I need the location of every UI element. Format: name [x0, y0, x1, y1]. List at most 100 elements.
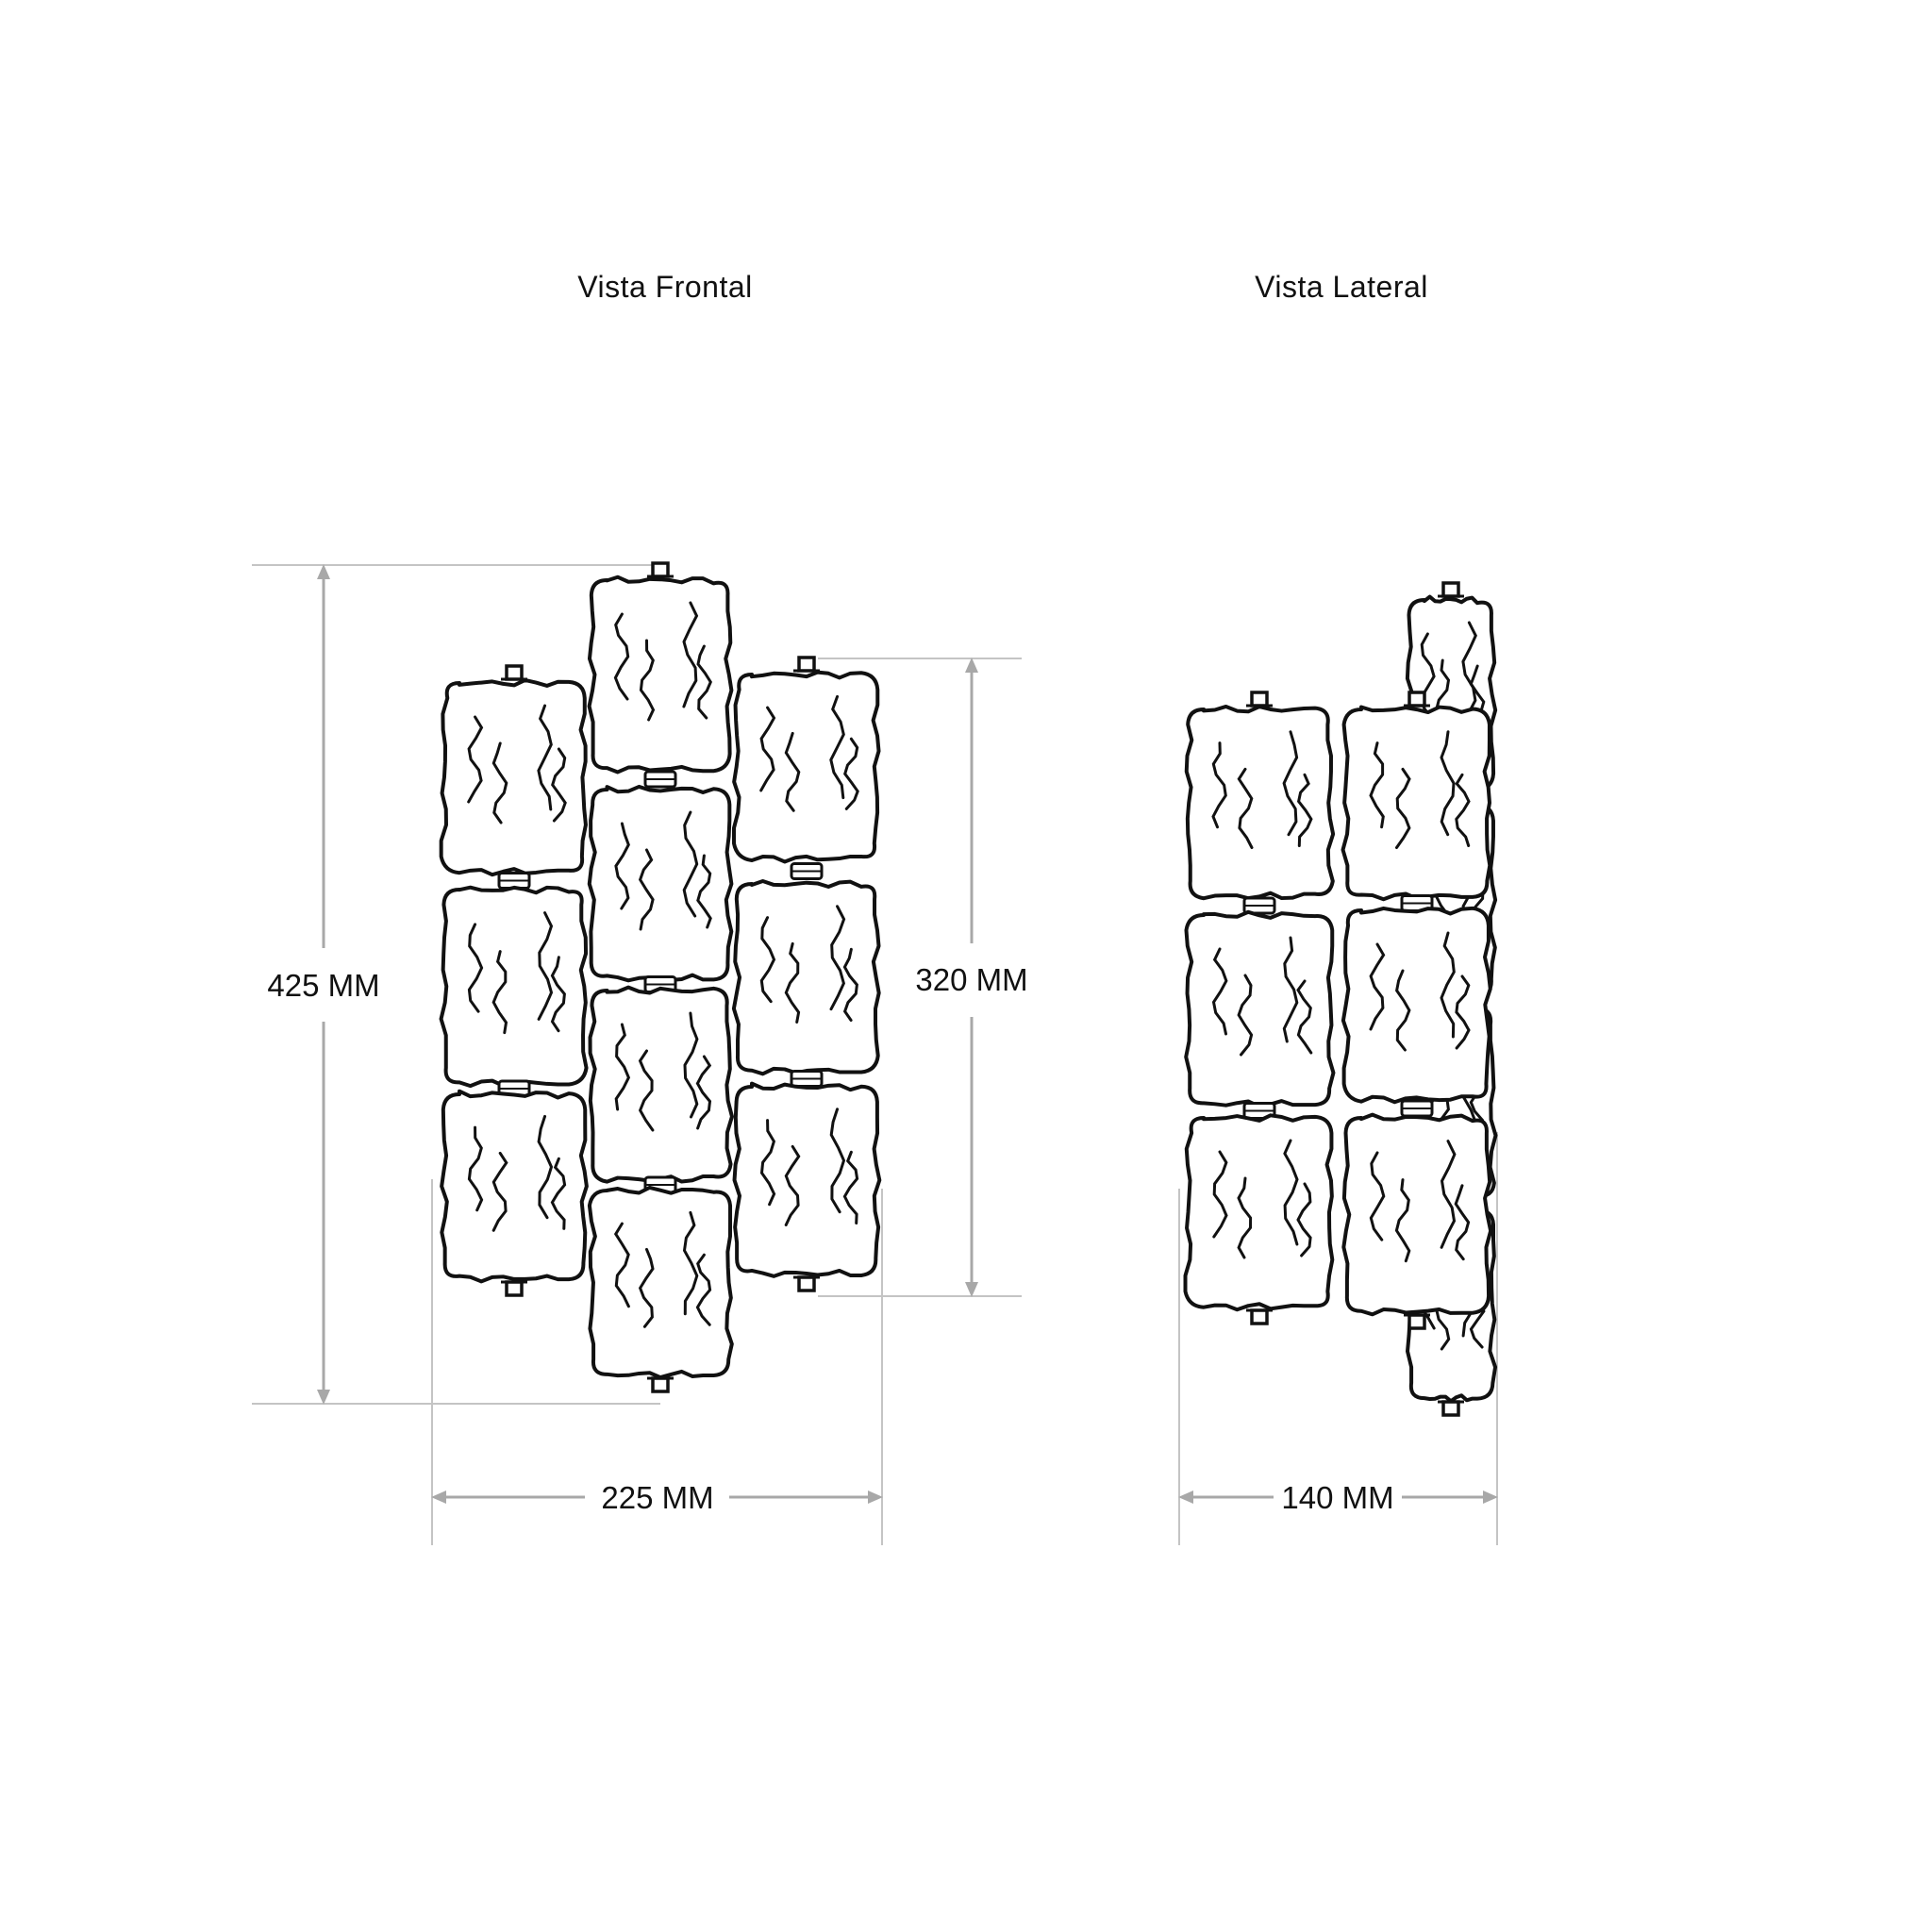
glass-vein — [696, 854, 712, 929]
end-cap — [1246, 691, 1273, 708]
glass-tile-outline — [1341, 1112, 1493, 1317]
cap-knob — [651, 1376, 670, 1393]
cap-knob — [505, 1280, 524, 1297]
glass-tile — [1341, 906, 1492, 1105]
tile-connector — [643, 770, 677, 789]
glass-vein — [1395, 969, 1411, 1052]
tile-connector — [1242, 896, 1276, 915]
glass-vein — [682, 810, 699, 918]
glass-vein — [1211, 947, 1228, 1036]
glass-vein — [1440, 931, 1456, 1039]
glass-vein — [638, 848, 655, 931]
tile-connector — [1400, 1099, 1434, 1118]
glass-vein — [759, 706, 776, 792]
glass-tile-outline — [587, 575, 734, 774]
glass-tile-outline — [440, 1089, 589, 1284]
front-left-column — [439, 664, 589, 1297]
tile-connector — [1242, 1102, 1276, 1120]
cap-knob — [1407, 1313, 1426, 1330]
glass-tile-outline — [1184, 704, 1336, 901]
glass-vein — [1296, 773, 1313, 847]
glass-vein — [467, 715, 484, 804]
end-cap — [1438, 1400, 1464, 1417]
end-cap — [501, 664, 527, 681]
glass-tile-outline — [1341, 705, 1492, 902]
glass-vein — [695, 1055, 712, 1130]
glass-vein — [695, 1253, 712, 1326]
glass-vein — [842, 947, 858, 1022]
glass-tile — [1341, 705, 1492, 902]
end-cap — [1438, 581, 1464, 598]
glass-vein — [843, 737, 859, 810]
front-right-column — [731, 656, 882, 1292]
glass-vein — [1282, 936, 1299, 1043]
tile-connector — [790, 862, 824, 880]
glass-tile — [731, 878, 881, 1076]
glass-vein — [613, 1222, 630, 1308]
glass-tile — [1341, 1112, 1493, 1317]
glass-tile-outline — [587, 1185, 734, 1380]
glass-vein — [1440, 1140, 1457, 1249]
glass-tile-outline — [588, 985, 734, 1184]
front-height-label: 425 MM — [267, 968, 379, 1003]
glass-vein — [639, 639, 656, 722]
glass-vein — [614, 1023, 631, 1111]
glass-vein — [1296, 1182, 1312, 1257]
end-cap — [647, 1376, 674, 1393]
side-view-title: Vista Lateral — [1255, 270, 1428, 304]
glass-vein — [638, 1247, 655, 1328]
glass-vein — [1455, 773, 1471, 847]
front-column-height-dimension: 320 MM — [818, 658, 1028, 1297]
glass-vein — [759, 916, 776, 1004]
glass-vein — [550, 1157, 567, 1230]
glass-vein — [1237, 767, 1254, 849]
end-cap — [793, 656, 820, 673]
glass-vein — [1237, 974, 1254, 1057]
front-center-column — [587, 561, 734, 1393]
cap-knob — [1250, 1308, 1269, 1325]
glass-vein — [784, 941, 801, 1024]
front-column-height-label: 320 MM — [915, 962, 1027, 997]
glass-tile — [1184, 909, 1336, 1108]
glass-vein — [829, 1108, 846, 1214]
side-depth-dimension: 140 MM — [1178, 1132, 1498, 1545]
glass-tile-outline — [1183, 1113, 1335, 1312]
glass-vein — [1237, 1176, 1253, 1259]
glass-vein — [682, 601, 699, 708]
glass-tile — [732, 1081, 882, 1278]
glass-tile-outline — [439, 885, 589, 1089]
front-width-label: 225 MM — [601, 1480, 713, 1515]
glass-vein — [1211, 741, 1227, 829]
glass-vein — [683, 1011, 699, 1119]
glass-tile — [439, 677, 588, 877]
end-cap — [1404, 1313, 1430, 1330]
cap-knob — [797, 1275, 816, 1292]
glass-vein — [1283, 1139, 1299, 1246]
front-view-lamp — [439, 561, 882, 1393]
glass-vein — [829, 694, 845, 800]
glass-vein — [1369, 741, 1385, 829]
end-cap — [793, 1275, 820, 1292]
glass-tile — [1184, 704, 1336, 901]
glass-vein — [491, 741, 508, 824]
glass-vein — [537, 1114, 554, 1220]
glass-vein — [784, 731, 801, 812]
cap-knob — [797, 656, 816, 673]
glass-vein — [551, 747, 567, 823]
side-front-column — [1183, 691, 1336, 1325]
glass-tile-outline — [439, 677, 588, 877]
glass-tile — [587, 575, 734, 774]
cap-knob — [651, 561, 670, 578]
glass-vein — [842, 1150, 859, 1224]
glass-vein — [829, 905, 846, 1011]
glass-tile-outline — [587, 784, 734, 983]
glass-vein — [1455, 974, 1471, 1050]
glass-tile-outline — [731, 878, 881, 1076]
glass-tile-outline — [731, 670, 881, 864]
glass-vein — [550, 956, 566, 1033]
front-width-dimension: 225 MM — [431, 1179, 883, 1545]
glass-vein — [537, 704, 553, 811]
glass-tile — [731, 670, 881, 864]
glass-tile-outline — [732, 1081, 882, 1278]
